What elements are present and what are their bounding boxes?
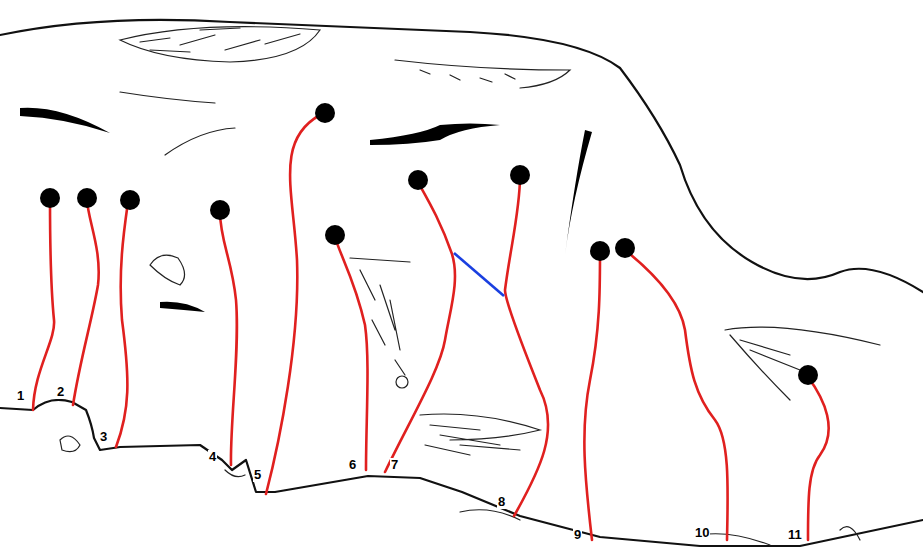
rock-features — [60, 27, 880, 545]
callout-number: 10 — [694, 526, 710, 540]
callout-number: 4 — [208, 450, 217, 464]
callout-number: 1 — [16, 389, 25, 403]
callout-number: 9 — [573, 528, 582, 542]
callout-number: 7 — [390, 458, 399, 472]
crag-base-outline — [0, 400, 923, 546]
callout-number: 2 — [56, 385, 65, 399]
route-lines — [33, 115, 829, 540]
traverse-line — [454, 253, 504, 296]
callout-number: 6 — [348, 458, 357, 472]
callout-number: 11 — [787, 528, 803, 542]
callout-number: 5 — [253, 468, 262, 482]
crag-top-outline — [0, 20, 923, 292]
callout-number: 8 — [497, 495, 506, 509]
callout-number: 3 — [99, 430, 108, 444]
belay-anchors — [40, 103, 818, 385]
